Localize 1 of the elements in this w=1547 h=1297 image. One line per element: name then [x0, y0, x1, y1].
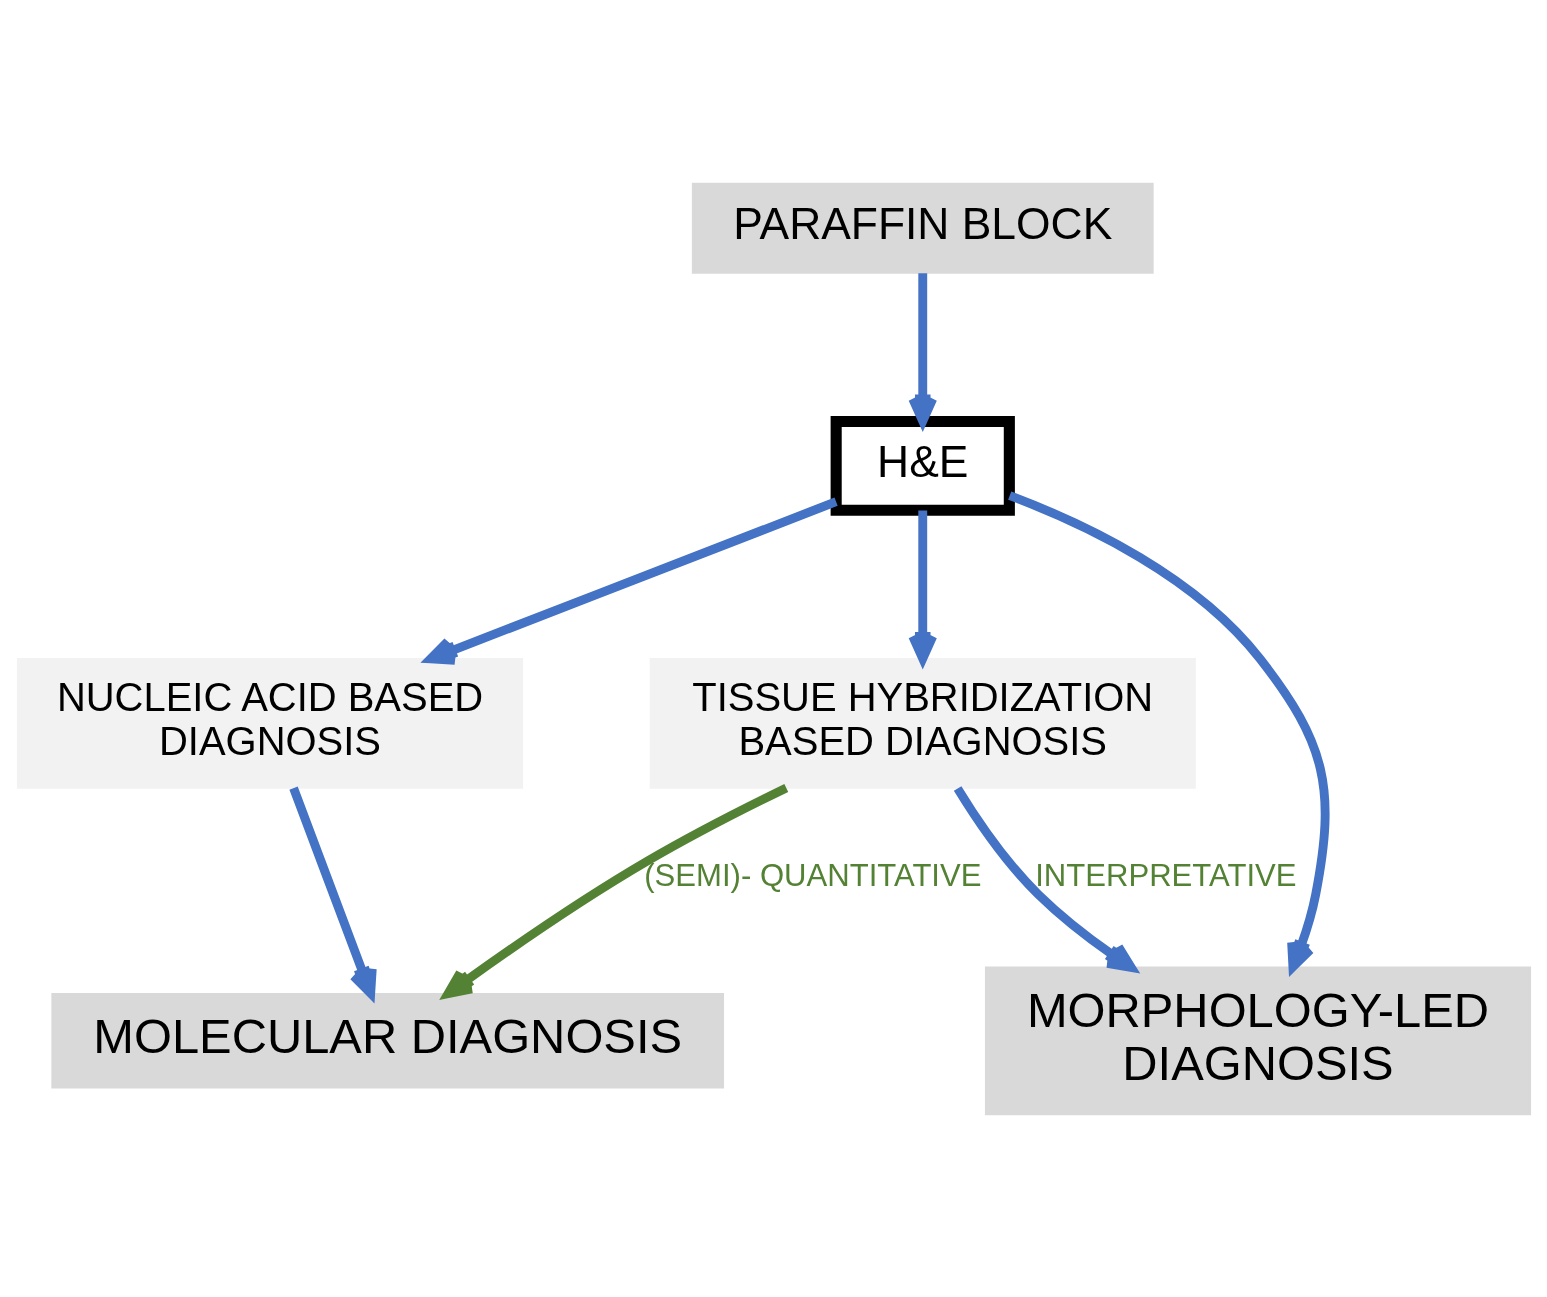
edge-label: (SEMI)- QUANTITATIVE: [643, 857, 981, 893]
